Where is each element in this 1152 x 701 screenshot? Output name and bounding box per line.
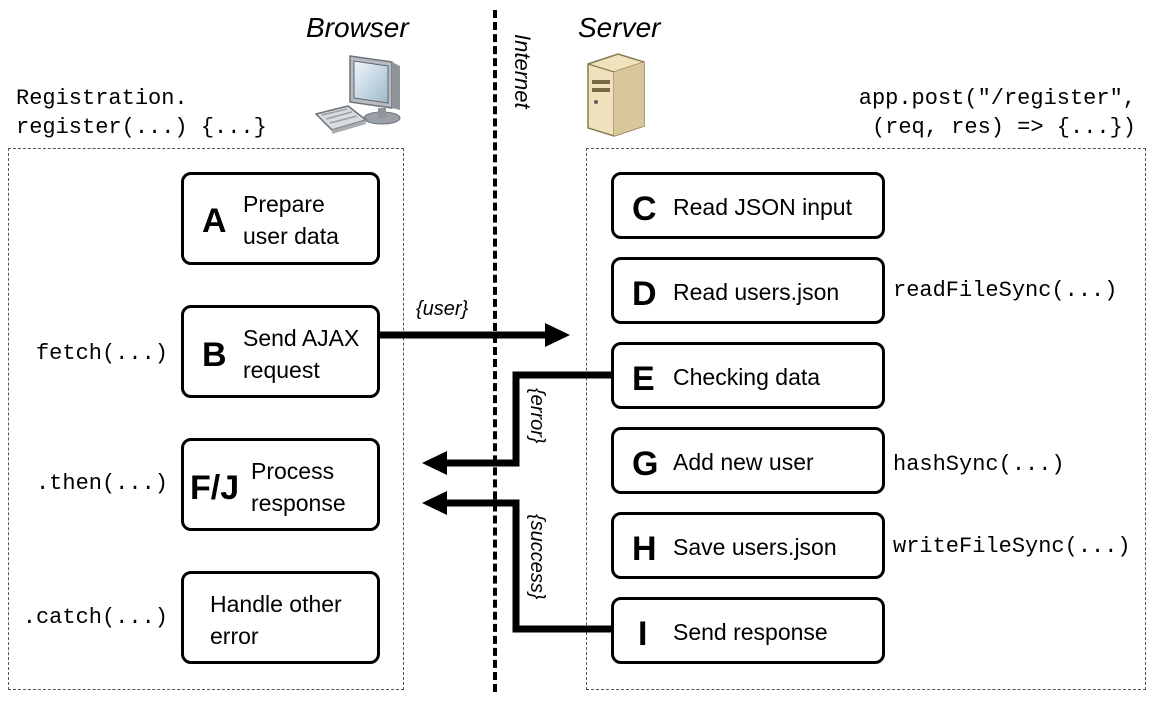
step-c-box: C Read JSON input (611, 172, 885, 239)
step-label: Send AJAX request (243, 325, 360, 383)
step-label: Read JSON input (673, 194, 852, 220)
step-e-box: E Checking data (611, 342, 885, 409)
server-region (586, 148, 1146, 690)
step-letter: A (202, 202, 227, 240)
step-letter: D (632, 275, 657, 313)
step-fj-code: .then(...) (35, 471, 168, 496)
step-letter: H (632, 530, 657, 568)
step-b-code: fetch(...) (35, 341, 168, 366)
step-label: Checking data (673, 364, 821, 390)
request-payload-label: {user} (416, 298, 469, 320)
step-h-box: H Save users.json (611, 512, 885, 579)
step-label: Send response (673, 619, 828, 645)
step-label: Save users.json (673, 534, 837, 560)
browser-title: Browser (306, 12, 409, 43)
step-h-code: writeFileSync(...) (893, 534, 1131, 559)
step-letter: C (632, 190, 657, 228)
step-g-box: G Add new user (611, 427, 885, 494)
server-title: Server (578, 12, 661, 43)
success-payload-label: {success} (526, 514, 548, 600)
success-arrow (422, 491, 611, 633)
step-letter: E (632, 360, 655, 398)
request-arrow (380, 323, 570, 347)
server-route-signature-line1: app.post("/register", (858, 86, 1136, 111)
step-fj-box: F/J Process response (181, 438, 380, 531)
step-label: Prepare user data (243, 191, 339, 249)
server-tower-icon (584, 50, 648, 140)
error-arrow (422, 371, 611, 475)
step-handle-error-code: .catch(...) (22, 605, 168, 630)
browser-function-signature-line1: Registration. (16, 86, 188, 111)
desktop-computer-icon (312, 52, 408, 138)
step-letter: F/J (190, 469, 240, 507)
step-g-code: hashSync(...) (893, 452, 1065, 477)
step-label: Process response (251, 458, 346, 516)
step-handle-error-box: Handle other error (181, 571, 380, 664)
step-letter: I (638, 615, 648, 653)
step-b-box: B Send AJAX request (181, 305, 380, 398)
step-letter: B (202, 336, 227, 374)
step-label: Handle other error (210, 591, 342, 649)
browser-region (8, 148, 404, 690)
step-a-box: A Prepare user data (181, 172, 380, 265)
step-i-box: I Send response (611, 597, 885, 664)
browser-function-signature-line2: register(...) {...} (16, 115, 267, 140)
step-letter: G (632, 445, 659, 483)
error-payload-label: {error} (526, 388, 548, 444)
step-label: Add new user (673, 449, 814, 475)
step-d-code: readFileSync(...) (893, 278, 1118, 303)
internet-divider (493, 10, 497, 692)
server-route-signature-line2: (req, res) => {...}) (871, 115, 1136, 140)
step-label: Read users.json (673, 279, 840, 305)
step-d-box: D Read users.json (611, 257, 885, 324)
